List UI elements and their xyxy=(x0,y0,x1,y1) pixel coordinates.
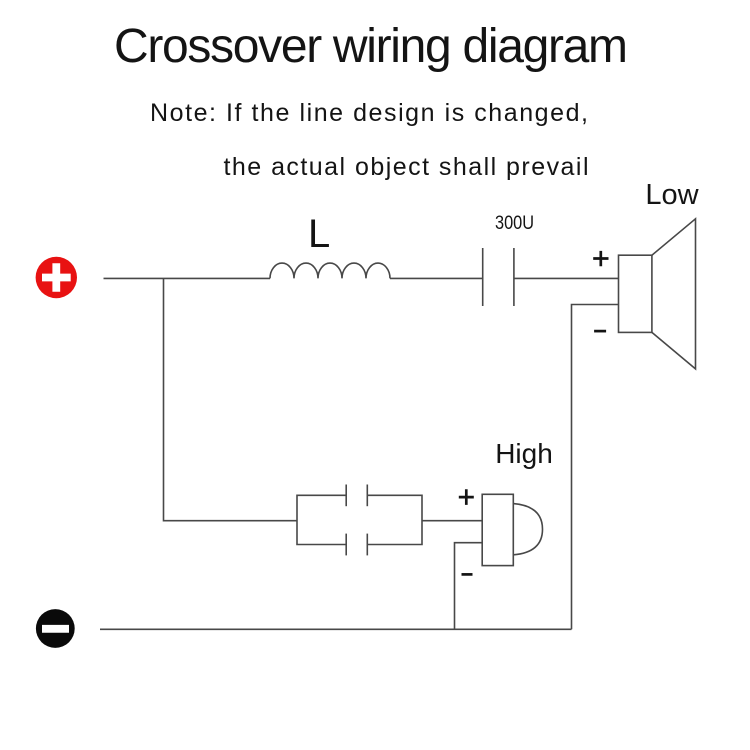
svg-text:300U: 300U xyxy=(495,213,534,234)
svg-text:the actual object shall prevai: the actual object shall prevail xyxy=(224,153,589,181)
svg-text:Low: Low xyxy=(645,179,699,211)
svg-text:Note: If the line design is ch: Note: If the line design is changed, xyxy=(150,99,588,127)
svg-text:L: L xyxy=(308,212,330,256)
svg-text:Crossover wiring diagram: Crossover wiring diagram xyxy=(114,20,628,73)
svg-text:High: High xyxy=(495,438,553,469)
